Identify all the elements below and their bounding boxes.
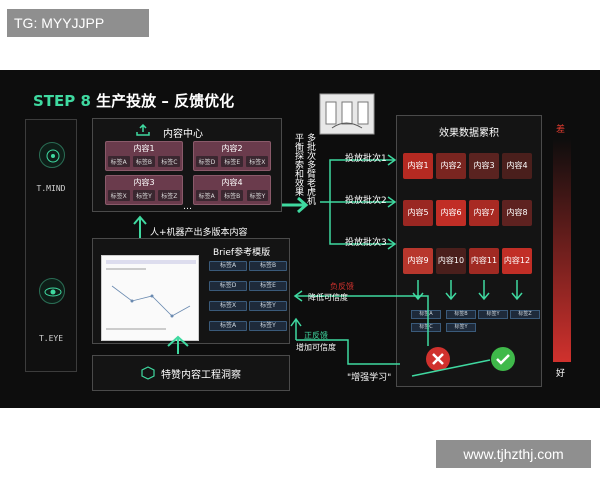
result-cell: 内容9 [403,248,433,274]
scale-good-label: 好 [556,369,566,379]
ellipsis: … [183,202,192,212]
mini-tag: 标签A [411,310,441,319]
upload-icon [136,124,150,136]
result-cell: 内容8 [502,200,532,226]
result-down-arrows [412,280,523,301]
brief-screenshot [101,255,199,341]
result-cell: 内容6 [436,200,466,226]
up-arrow-insight [167,335,189,354]
tag: 标签Z [158,190,181,201]
tag: 标签B [132,156,156,167]
card-title: 内容2 [221,144,243,153]
result-cell: 内容5 [403,200,433,226]
watermark-top: TG: MYYJJPP [7,9,149,37]
scale-bar [553,138,571,362]
brief-box: Brief参考模版 标签A 标签B 标签D 标签E 标签X 标签Y 标签A 标签… [92,238,290,344]
card-title: 内容3 [133,178,155,187]
brief-tag: 标签B [249,261,287,271]
scale-bad-label: 差 [556,125,566,135]
result-cell: 内容10 [436,248,466,274]
brief-tag: 标签A [209,321,247,331]
result-cell: 内容4 [502,153,532,179]
mind-label: T.MIND [36,184,66,193]
result-cell: 内容12 [502,248,532,274]
brief-tag: 标签X [209,301,247,311]
up-arrow [133,215,147,240]
step-label: STEP 8 [33,92,91,110]
insight-bar: 特赞内容工程洞察 [92,355,290,391]
slot-machine-icon [319,93,375,135]
negative-title: 负反馈 [330,282,354,291]
tag: 标签A [195,190,218,201]
eye-label: T.EYE [38,334,64,343]
card-title: 内容1 [133,144,155,153]
result-cell: 内容2 [436,153,466,179]
mind-icon [39,142,65,168]
tag: 标签A [107,156,130,167]
diagram-panel: STEP 8 生产投放 – 反馈优化 T.MIND T.EYE 内容中心 内容1… [0,70,600,408]
feedback-arrows [290,290,429,365]
brief-tag: 标签E [249,281,287,291]
content-center-title: 内容中心 [163,129,203,140]
result-cell: 内容11 [469,248,499,274]
result-cell: 内容7 [469,200,499,226]
eye-icon [39,278,65,304]
main-arrow [282,196,309,214]
tag: 标签X [107,190,130,201]
positive-desc: 增加可信度 [296,343,336,352]
tag: 标签Y [133,190,155,201]
brief-tag: 标签A [209,261,247,271]
bandit-label-1: 平衡探索和效果 [293,133,303,196]
step-title: 生产投放 – 反馈优化 [96,92,235,110]
result-cell: 内容1 [403,153,433,179]
learn-arrow [411,359,491,377]
ai-label: 人+机器产出多版本内容 [150,228,248,238]
tag: 标签Y [246,190,269,201]
brief-title: Brief参考模版 [213,248,271,258]
results-title: 效果数据累积 [439,128,499,139]
check-icon [491,347,515,371]
result-cell: 内容3 [469,153,499,179]
watermark-bottom: www.tjhzthj.com [436,440,591,468]
tag: 标签C [158,156,181,167]
mini-tag: 标签C [411,323,441,332]
mini-tag: 标签Y [478,310,508,319]
sidebar: T.MIND T.EYE [25,119,77,372]
tag: 标签E [221,156,244,167]
card-title: 内容4 [221,178,243,187]
brief-tag: 标签Y [249,301,287,311]
learn-label: "增强学习" [347,373,392,383]
insight-label: 特赞内容工程洞察 [161,369,241,381]
batch-2-label: 投放批次2 [345,196,387,206]
brief-tag: 标签Y [249,321,287,331]
tag: 标签D [195,156,219,167]
batch-1-label: 投放批次1 [345,154,387,164]
mini-tag: 标签B [446,310,476,319]
negative-desc: 降低可信度 [308,293,348,302]
positive-title: 正反馈 [304,331,328,340]
bandit-label-2: 多批次多臂老虎机 [305,133,315,205]
batch-3-label: 投放批次3 [345,238,387,248]
tag: 标签B [221,190,244,201]
cube-icon [141,366,155,380]
branch-arrows [320,154,397,250]
cross-icon [426,347,450,371]
tag: 标签X [246,156,269,167]
brief-tag: 标签D [209,281,247,291]
mini-tag: 标签Z [510,310,540,319]
mini-tag: 标签Y [446,323,476,332]
page-title: STEP 8 生产投放 – 反馈优化 [33,90,234,111]
